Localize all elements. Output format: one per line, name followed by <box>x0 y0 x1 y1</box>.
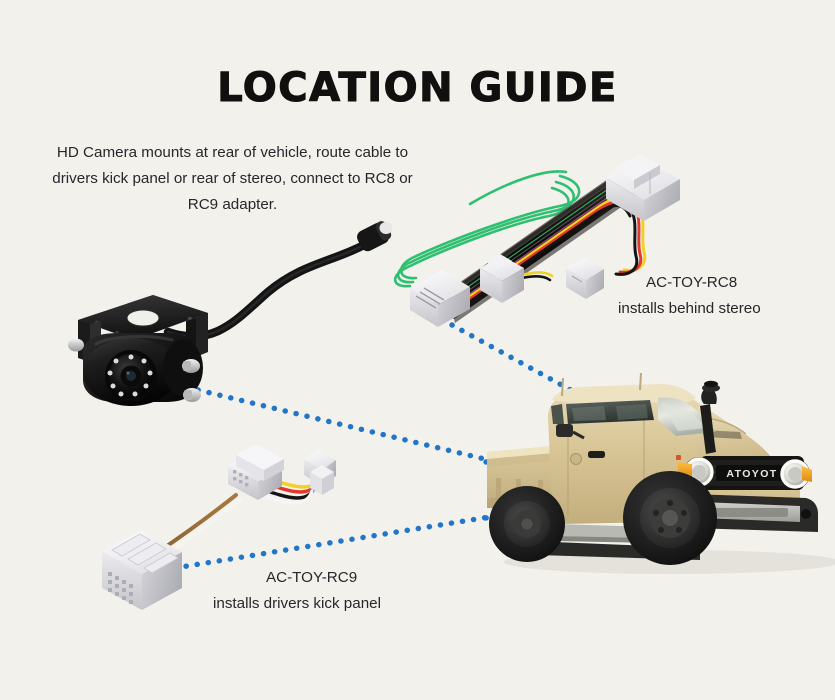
adapter-rc9 <box>102 444 336 610</box>
callout-rc8-part: AC-TOY-RC8 <box>646 274 738 291</box>
rc9-connector-upper <box>228 444 284 500</box>
truck-mirror <box>556 424 585 440</box>
camera-lens <box>105 350 157 402</box>
hd-camera <box>68 295 208 406</box>
connector-line-camera-to-bed <box>195 387 500 465</box>
truck-headlight-right <box>780 459 810 489</box>
rc8-connector-mid <box>480 254 524 303</box>
page-title: LOCATION GUIDE <box>217 65 618 111</box>
callout-rc9-desc: installs drivers kick panel <box>213 595 381 612</box>
grille-badge: ATOYOT <box>726 468 777 480</box>
harness-rc8 <box>393 154 680 327</box>
truck-antenna-left <box>561 377 564 397</box>
truck-snorkel <box>700 380 720 454</box>
rc9-connector-right <box>304 450 336 495</box>
rc8-connector-stereo <box>606 154 680 221</box>
rc9-connector-kickpanel <box>102 530 182 610</box>
vehicle-truck: ATOYOT <box>487 372 835 574</box>
callout-rc9-part: AC-TOY-RC9 <box>266 569 358 586</box>
rc8-green-wires <box>393 170 581 288</box>
camera-mount-bolts <box>68 338 201 402</box>
callout-rc8-desc: installs behind stereo <box>618 300 761 317</box>
rc8-connector-vehicle <box>410 270 470 327</box>
rc8-connector-small <box>566 258 604 299</box>
truck-front-wheel <box>623 471 717 565</box>
callout-rc9: AC-TOY-RC9 installs drivers kick panel <box>213 565 381 617</box>
truck-windscreen <box>658 397 716 436</box>
connector-line-rc9-to-sill <box>172 509 523 571</box>
truck-door-window <box>566 400 654 424</box>
callout-rc8: AC-TOY-RC8 installs behind stereo <box>618 270 761 322</box>
truck-indicator-right <box>802 466 812 482</box>
truck-rear-wheel <box>489 486 565 562</box>
intro-paragraph: HD Camera mounts at rear of vehicle, rou… <box>52 144 413 213</box>
camera-ir-leds <box>107 354 153 397</box>
camera-cable-connector <box>357 221 393 252</box>
truck-antenna-right <box>639 372 642 391</box>
